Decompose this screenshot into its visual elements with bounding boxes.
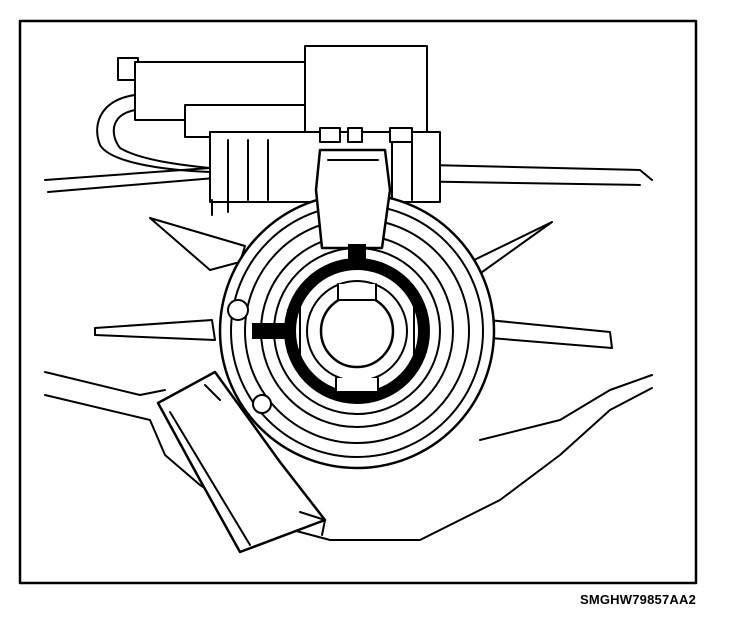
alignment-mark-top: [348, 244, 366, 266]
hub-key-bottom: [335, 377, 379, 393]
hub-notch-right: [413, 305, 427, 357]
switch-tab-2: [347, 127, 363, 143]
spoke-upper-left: [149, 217, 246, 271]
column-housing-bottom: [44, 371, 166, 396]
switch-tab-3: [389, 127, 413, 143]
screw-left: [227, 299, 249, 321]
alignment-mark-left: [252, 323, 292, 339]
column-housing-bottom-inner: [479, 374, 653, 441]
figure-code: SMGHW79857AA2: [579, 592, 696, 607]
retaining-clip: [314, 148, 392, 250]
switch-legs: [211, 199, 229, 216]
hub-bore: [319, 293, 395, 369]
hub-key-top: [337, 283, 377, 301]
switch-tab-1: [319, 127, 341, 143]
hub-notch-left: [287, 305, 301, 357]
spoke-right: [487, 319, 613, 349]
connector-body-right: [304, 45, 428, 133]
ribbon-connector-edge: [169, 384, 251, 546]
spoke-left: [94, 319, 216, 341]
figure-frame: [18, 19, 698, 585]
screw-lower-left: [252, 394, 272, 414]
ribbon-connector-tab: [299, 511, 326, 536]
wire-harness: [96, 94, 211, 173]
spoke-upper-right: [469, 221, 553, 276]
column-housing-bottom-curve: [44, 387, 653, 541]
switch-base-ribs: [227, 139, 413, 201]
